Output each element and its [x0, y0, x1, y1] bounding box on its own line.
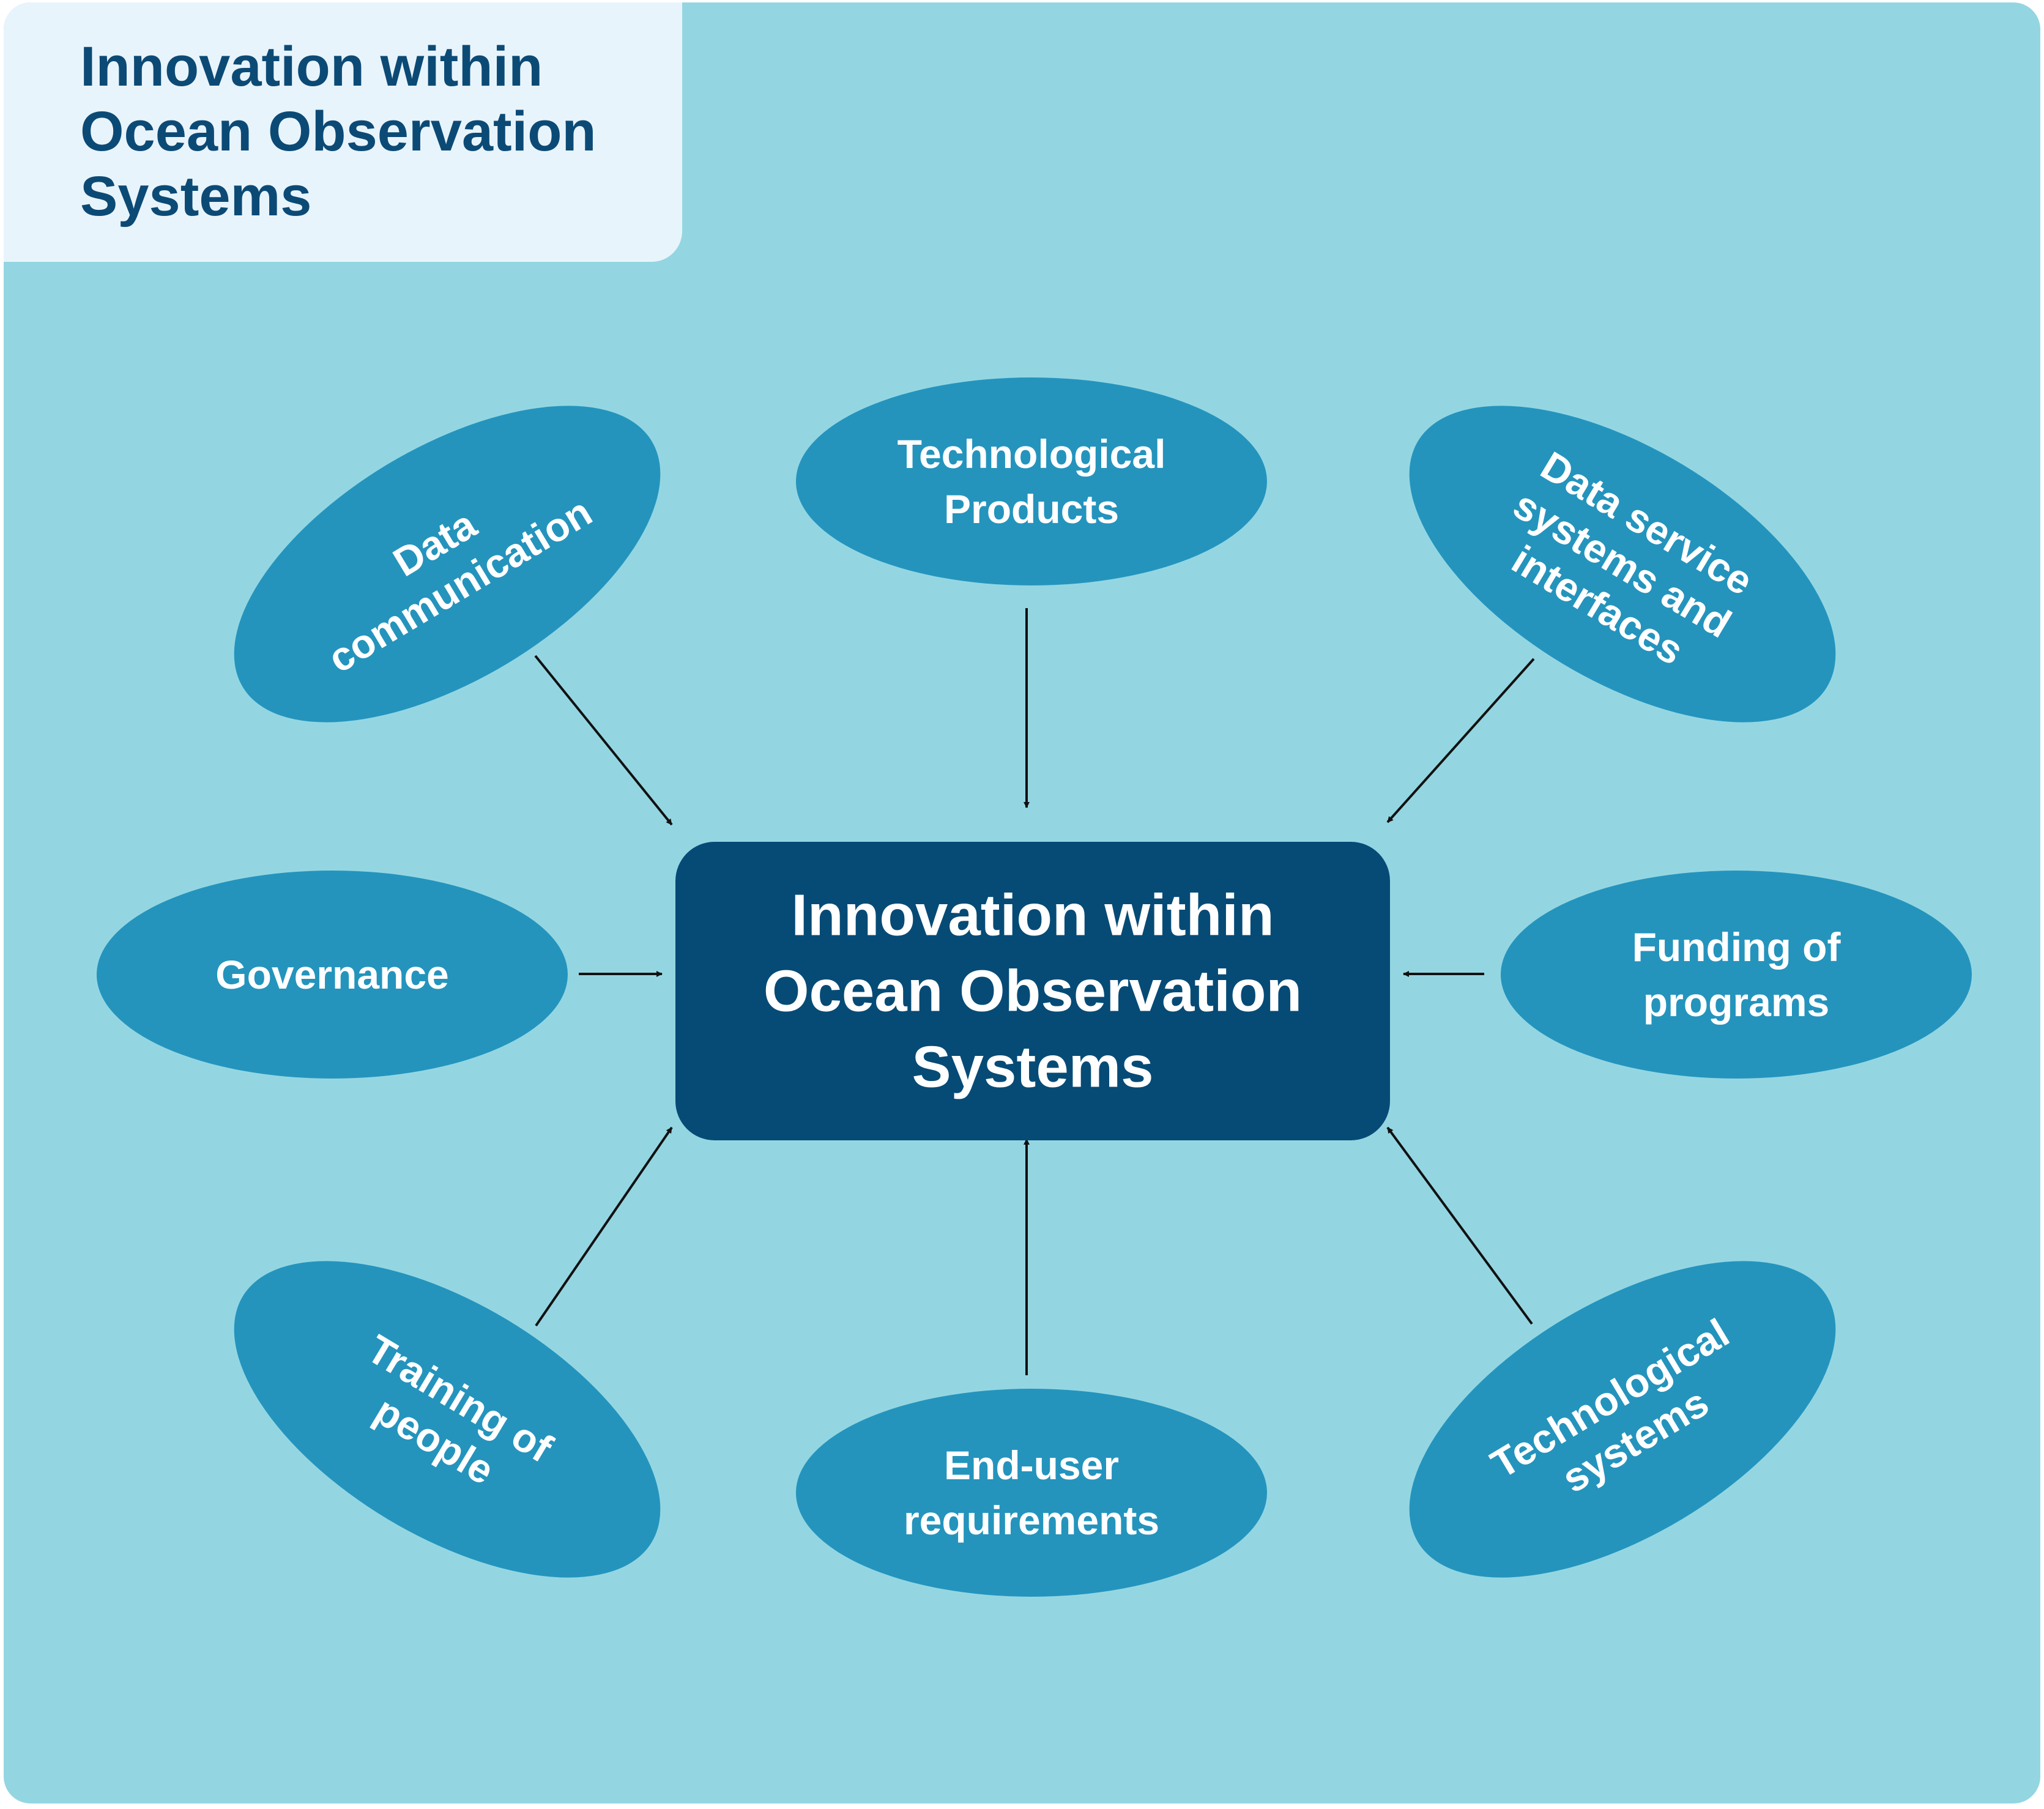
- node-ellipse: [796, 377, 1267, 585]
- node-ellipse: [97, 871, 568, 1079]
- center-label: Systems: [912, 1035, 1154, 1100]
- node-label: Governance: [215, 952, 449, 997]
- node-label: Funding of: [1632, 924, 1841, 970]
- center-label: Innovation within: [791, 883, 1274, 948]
- arrow-data-service-systems: [1386, 658, 1535, 823]
- arrow-technological-systems: [1386, 1126, 1533, 1325]
- node-governance: Governance: [97, 871, 568, 1079]
- diagram-title: Innovation within Ocean Observation Syst…: [80, 35, 596, 228]
- node-label: Products: [944, 486, 1119, 532]
- node-label: Technological: [898, 431, 1166, 477]
- node-ellipse: [234, 1261, 661, 1578]
- diagram-panel: Innovation within Ocean Observation Syst…: [4, 2, 2040, 1803]
- arrow-training-of-people: [535, 1126, 673, 1327]
- node-ellipse: [796, 1389, 1267, 1597]
- center-label: Ocean Observation: [764, 959, 1302, 1024]
- center-box: [675, 842, 1390, 1140]
- node-end-user-requirements: End-user requirements: [796, 1389, 1267, 1597]
- node-ellipse: [1409, 406, 1836, 722]
- node-ellipse: [1501, 871, 1972, 1079]
- node-label: End-user: [944, 1443, 1119, 1488]
- node-label: programs: [1643, 979, 1829, 1025]
- arrows-group: [534, 608, 1535, 1375]
- node-ellipse: [234, 406, 661, 722]
- arrow-data-communication: [534, 655, 673, 826]
- node-ellipse: [1409, 1261, 1836, 1578]
- node-funding-of-programs: Funding of programs: [1501, 871, 1972, 1079]
- node-label: requirements: [904, 1498, 1159, 1543]
- title-box: Innovation within Ocean Observation Syst…: [4, 2, 682, 262]
